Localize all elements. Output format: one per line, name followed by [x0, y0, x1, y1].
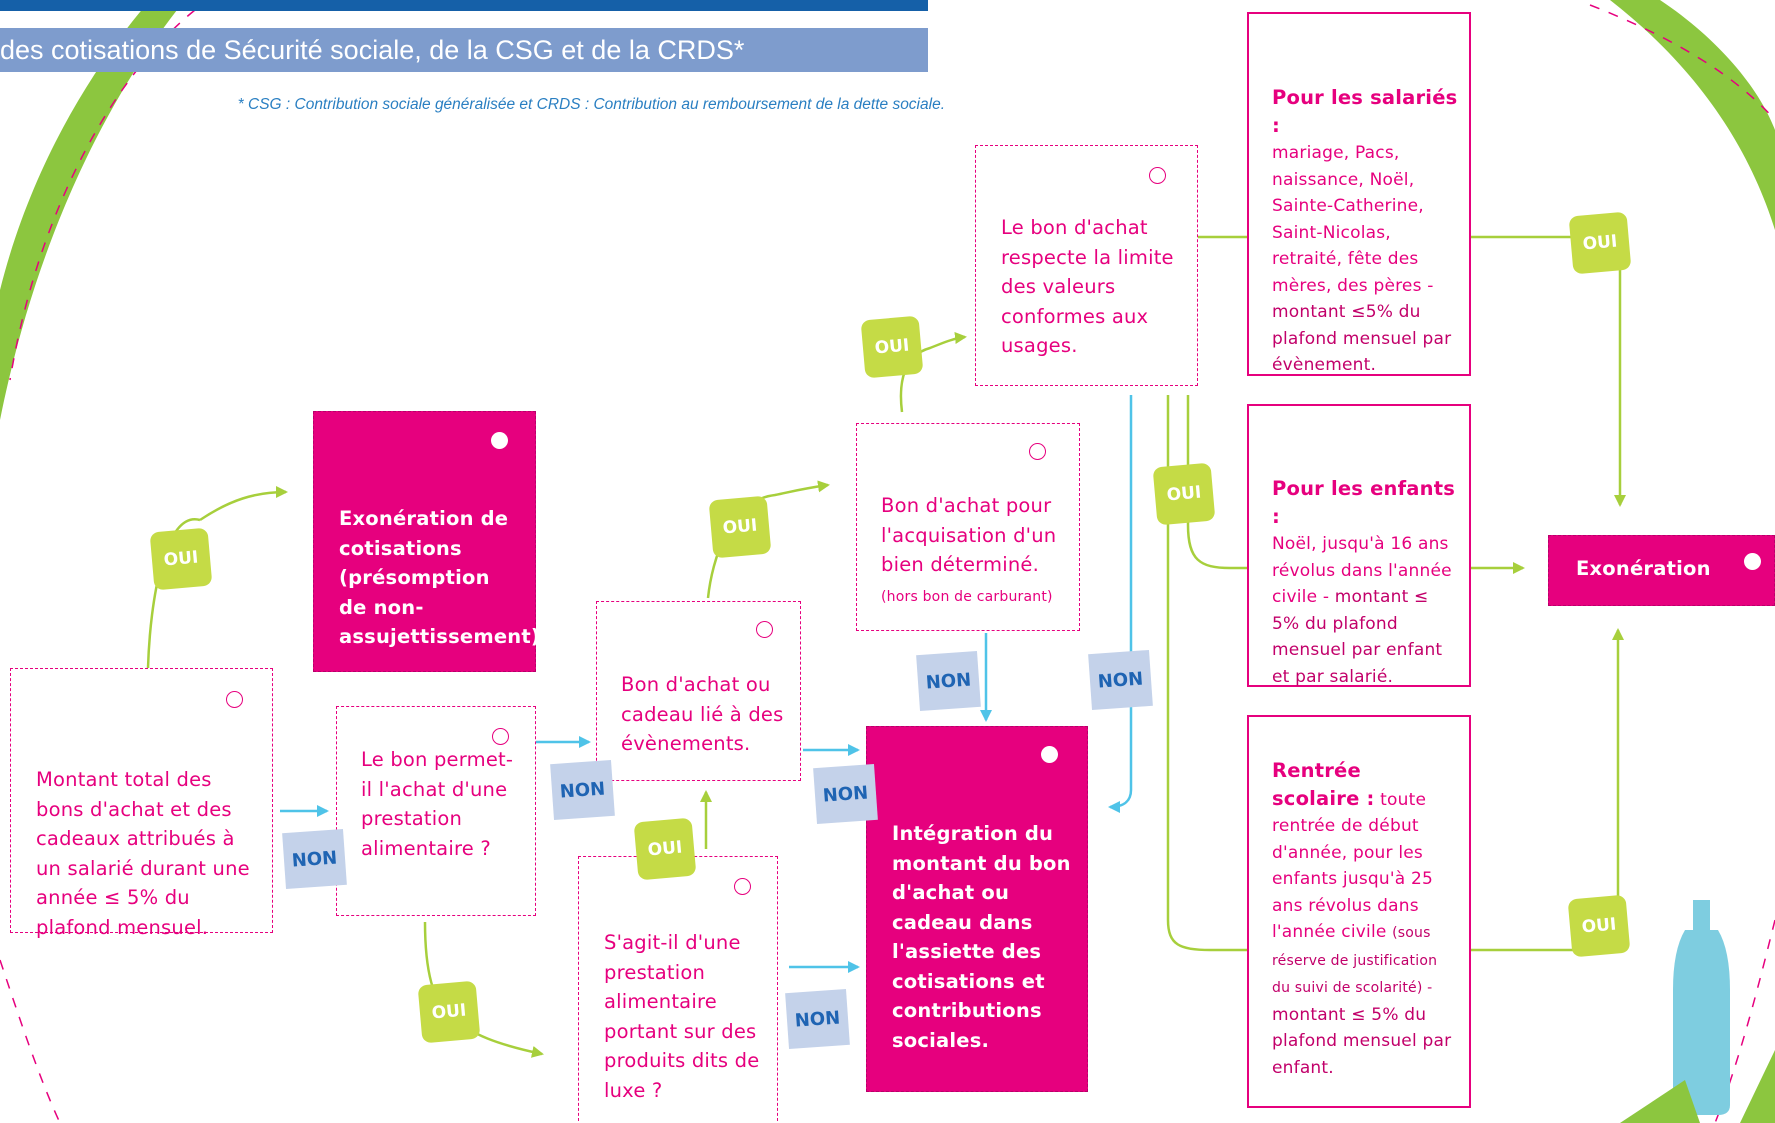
rentree-text: toute rentrée de début d'année, pour les…	[1272, 789, 1433, 943]
green-swoosh-left	[0, 0, 185, 420]
non-tag: NON	[282, 828, 347, 890]
oui-tag: OUI	[860, 315, 924, 379]
enfants-title: Pour les enfants :	[1272, 477, 1456, 528]
enfants-text: Noël, jusqu'à 16 ans révolus dans l'anné…	[1272, 534, 1452, 607]
green-swoosh-right	[1610, 0, 1775, 230]
enfants-limit: montant ≤ 5% du plafond mensuel par enfa…	[1272, 587, 1443, 687]
top-color-bar	[0, 0, 928, 11]
oui-tag: OUI	[149, 527, 213, 591]
box-exoneration-finale-text: Exonération	[1576, 557, 1711, 580]
circle-marker	[756, 621, 773, 638]
box-exoneration-cotisations-text: Exonération de cotisations (présomption …	[339, 507, 540, 648]
salaries-limit: montant ≤5% du plafond mensuel par évène…	[1272, 302, 1452, 375]
non-tag: NON	[785, 988, 850, 1050]
box-exoneration-finale: Exonération	[1548, 535, 1775, 606]
oui-tag: OUI	[1152, 462, 1216, 526]
salaries-text: mariage, Pacs, naissance, Noël, Sainte-C…	[1272, 143, 1434, 296]
box-montant-total: Montant total des bons d'achat et des ca…	[10, 668, 273, 939]
non-tag: NON	[916, 650, 981, 712]
oui-tag: OUI	[708, 495, 772, 559]
box-pour-enfants: Pour les enfants : Noël, jusqu'à 16 ans …	[1247, 404, 1471, 687]
footnote: * CSG : Contribution sociale généralisée…	[237, 96, 945, 113]
box-rentree-scolaire: Rentrée scolaire : toute rentrée de débu…	[1247, 715, 1471, 1108]
box-prestation-luxe-text: S'agit-il d'une prestation alimentaire p…	[604, 931, 760, 1102]
rentree-limit: montant ≤ 5% du plafond mensuel par enfa…	[1272, 1004, 1452, 1078]
box-limite-valeurs: Le bon d'achat respecte la limite des va…	[975, 145, 1198, 386]
rentree-title-2: scolaire :	[1272, 786, 1375, 810]
circle-marker	[491, 432, 508, 449]
oui-tag: OUI	[633, 817, 697, 881]
salaries-title: Pour les salariés :	[1272, 86, 1458, 137]
box-pour-salaries: Pour les salariés : mariage, Pacs, naiss…	[1247, 12, 1471, 376]
box-montant-total-text: Montant total des bons d'achat et des ca…	[36, 768, 250, 939]
circle-marker	[1744, 553, 1761, 570]
circle-marker	[734, 878, 751, 895]
circle-marker	[1149, 167, 1166, 184]
bottle-decoration	[1620, 900, 1775, 1123]
box-integration-text: Intégration du montant du bon d'achat ou…	[892, 822, 1071, 1052]
box-bien-determine-note: (hors bon de carburant)	[881, 588, 1053, 605]
rentree-title-1: Rentrée	[1272, 759, 1361, 782]
page-title: des cotisations de Sécurité sociale, de …	[0, 28, 928, 72]
circle-marker	[492, 728, 509, 745]
circle-marker	[1029, 443, 1046, 460]
rentree-note: (sous réserve de justification du suivi …	[1272, 925, 1438, 996]
box-bon-alimentaire-text: Le bon permet-il l'achat d'une prestatio…	[361, 748, 514, 860]
oui-tag: OUI	[1568, 211, 1632, 275]
box-bien-determine: Bon d'achat pour l'acquisation d'un bien…	[856, 423, 1080, 631]
box-exoneration-cotisations: Exonération de cotisations (présomption …	[313, 411, 540, 672]
circle-marker	[226, 691, 243, 708]
oui-tag: OUI	[417, 980, 481, 1044]
box-integration: Intégration du montant du bon d'achat ou…	[866, 726, 1088, 1092]
box-bien-determine-text: Bon d'achat pour l'acquisation d'un bien…	[881, 494, 1057, 576]
non-tag: NON	[550, 759, 615, 821]
oui-tag: OUI	[1567, 894, 1631, 958]
non-tag: NON	[1088, 649, 1153, 711]
non-tag: NON	[813, 763, 878, 825]
box-limite-valeurs-text: Le bon d'achat respecte la limite des va…	[1001, 216, 1174, 357]
circle-marker	[1041, 746, 1058, 763]
box-prestation-luxe: S'agit-il d'une prestation alimentaire p…	[578, 856, 778, 1123]
box-bon-evenements-text: Bon d'achat ou cadeau lié à des évènemen…	[621, 673, 784, 755]
